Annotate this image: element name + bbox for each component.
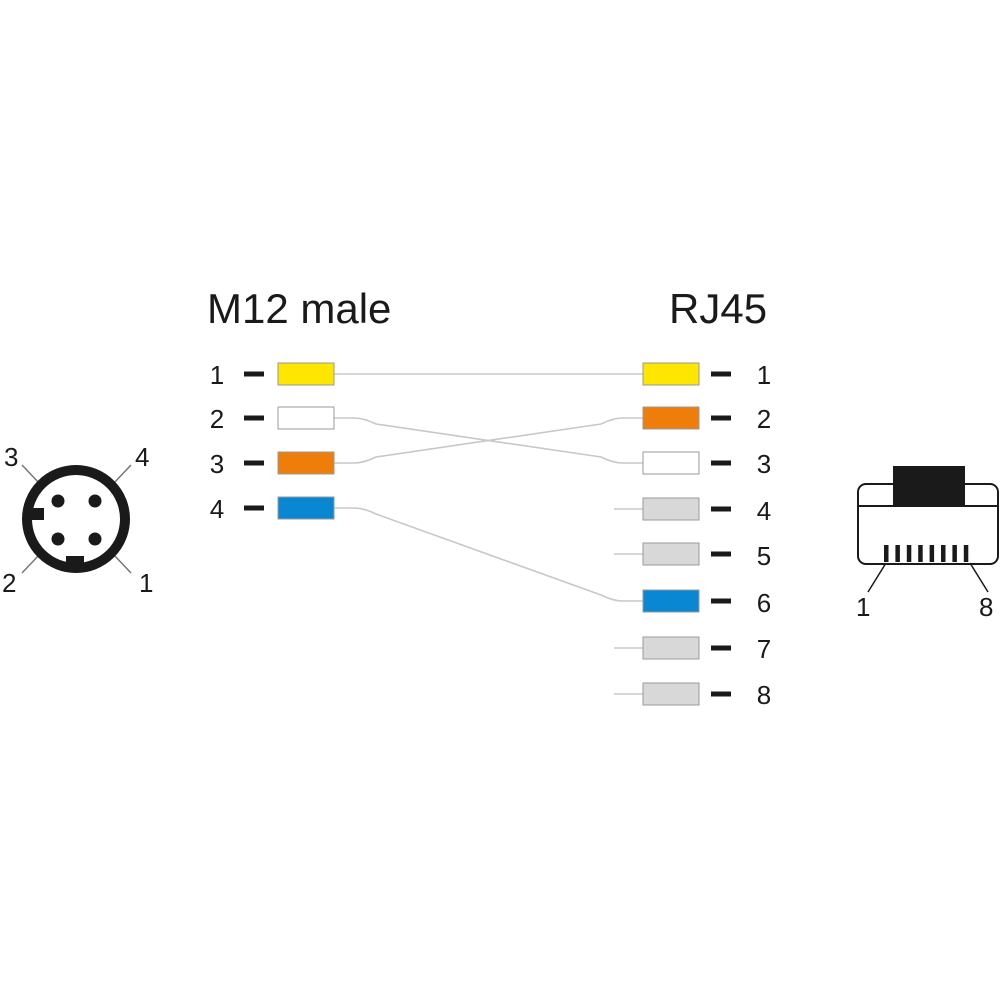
m12-face-label-4: 4 [135, 442, 150, 472]
rj45-pin-color-3 [642, 451, 700, 475]
m12-pin-group [244, 362, 335, 520]
m12-pin-number-3: 3 [209, 449, 225, 479]
m12-leader-3 [21, 464, 41, 485]
rj45-pin-color-8 [642, 682, 700, 706]
rj45-pin-dash-8 [711, 691, 731, 697]
rj45-pin-dash-5 [711, 551, 731, 557]
m12-pin-color-2 [277, 406, 335, 430]
wire-3-to-2 [334, 417, 643, 464]
m12-pin-dot-3 [51, 494, 65, 508]
rj45-pin-group [642, 362, 731, 706]
rj45-leader-8 [969, 562, 989, 593]
rj45-contact-8 [963, 545, 969, 562]
m12-connector-face [21, 464, 132, 574]
rj45-contacts [884, 545, 969, 562]
rj45-pin-color-7 [642, 636, 700, 660]
m12-leader-4 [112, 464, 132, 485]
m12-face-label-2: 2 [2, 568, 17, 598]
rj45-pin-number-1: 1 [756, 360, 772, 390]
m12-title: M12 male [207, 285, 392, 332]
rj45-pin-color-6 [642, 589, 700, 613]
rj45-pin-number-4: 4 [756, 496, 772, 526]
m12-pin-dash-2 [244, 415, 264, 421]
m12-pin-dot-1 [88, 532, 102, 546]
wires-group [334, 373, 643, 695]
rj45-pin-dash-6 [711, 598, 731, 604]
m12-pin-color-1 [277, 362, 335, 386]
m12-pin-dot-4 [88, 494, 102, 508]
m12-pin-color-3 [277, 451, 335, 475]
rj45-pin-number-5: 5 [756, 541, 772, 571]
m12-face-label-3: 3 [4, 442, 19, 472]
rj45-pin-dash-1 [711, 371, 731, 377]
m12-pin-dot-2 [51, 532, 65, 546]
rj45-pin-number-3: 3 [756, 449, 772, 479]
rj45-pin-number-7: 7 [756, 634, 772, 664]
rj45-face-label-1: 1 [856, 592, 871, 622]
m12-key-notch-left [30, 508, 44, 520]
rj45-contact-2 [895, 545, 900, 562]
rj45-contact-5 [929, 545, 935, 562]
rj45-plug-face [857, 466, 999, 593]
m12-pin-dash-1 [244, 371, 264, 377]
m12-pin-color-4 [277, 496, 335, 520]
m12-leader-2 [21, 553, 41, 574]
rj45-latch [893, 466, 965, 506]
rj45-pin-color-2 [642, 406, 700, 430]
rj45-contact-3 [906, 545, 912, 562]
m12-leader-1 [112, 553, 132, 574]
rj45-face-label-8: 8 [979, 592, 994, 622]
rj45-pin-color-1 [642, 362, 700, 386]
rj45-pin-dash-4 [711, 506, 731, 512]
m12-pin-number-2: 2 [209, 404, 225, 434]
rj45-title: RJ45 [669, 285, 768, 332]
m12-face-label-1: 1 [139, 568, 154, 598]
m12-pin-number-1: 1 [209, 360, 225, 390]
rj45-pin-number-2: 2 [756, 404, 772, 434]
rj45-pin-dash-3 [711, 460, 731, 466]
rj45-pin-number-8: 8 [756, 680, 772, 710]
rj45-contact-1 [884, 545, 889, 562]
m12-key-notch-bottom [66, 556, 84, 568]
rj45-pin-number-6: 6 [756, 588, 772, 618]
m12-pin-number-4: 4 [209, 494, 225, 524]
m12-pin-dash-3 [244, 460, 264, 466]
rj45-contact-4 [918, 545, 923, 562]
rj45-contact-7 [952, 545, 957, 562]
rj45-pin-dash-2 [711, 415, 731, 421]
rj45-contact-6 [941, 545, 946, 562]
rj45-pin-dash-7 [711, 645, 731, 651]
rj45-leader-1 [867, 562, 887, 593]
rj45-pin-color-5 [642, 542, 700, 566]
rj45-pin-color-4 [642, 497, 700, 521]
wire-4-to-6 [334, 507, 643, 602]
m12-pin-dash-4 [244, 505, 264, 511]
